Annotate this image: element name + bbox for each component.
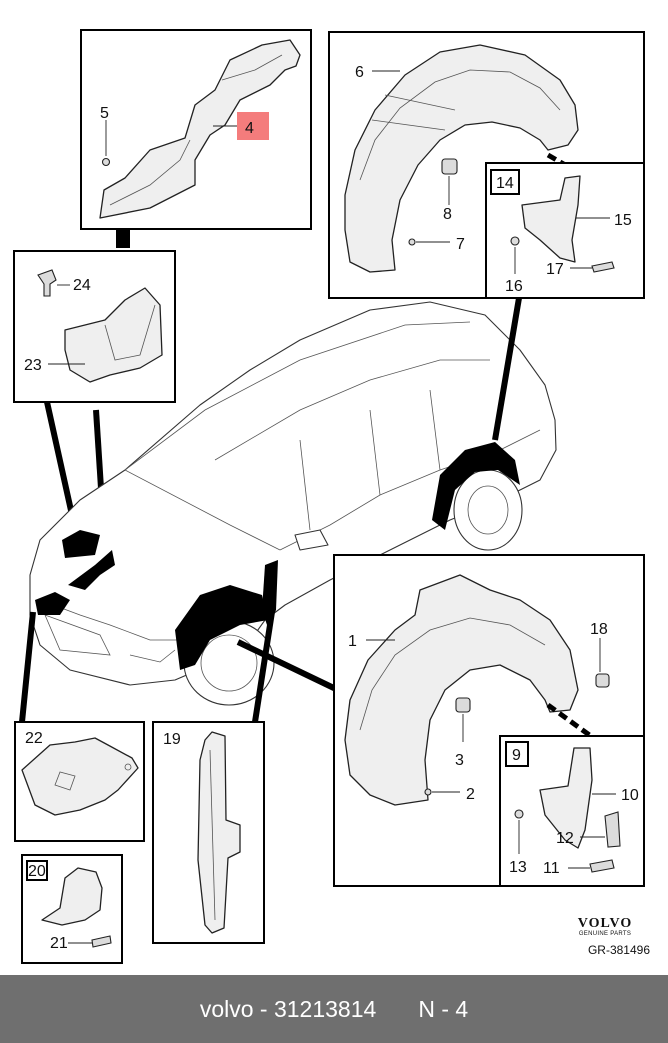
callout-1: 1: [348, 633, 357, 650]
callout-3: 3: [455, 752, 464, 769]
strip-12: [604, 811, 621, 848]
panel-part-23: 24 23: [13, 250, 176, 403]
panel-part-22: 22: [14, 721, 145, 842]
clip-18: [595, 673, 610, 688]
mirror: [294, 529, 329, 551]
car-illustration: [29, 301, 557, 706]
callout-23: 23: [24, 357, 42, 374]
footer-part-number: volvo - 31213814: [199, 995, 377, 1022]
screw-7: [408, 238, 416, 246]
brand-logo: VOLVO: [577, 916, 633, 931]
seal-strip-19: [197, 731, 241, 934]
callout-18: 18: [590, 621, 608, 638]
arrow-1: [236, 639, 340, 693]
arrow-23: [44, 401, 75, 516]
car-part-1: [175, 585, 268, 670]
panel-part-9: 9 10 13 12 11: [499, 735, 645, 887]
bracket-20: [41, 867, 103, 926]
callout-17: 17: [546, 261, 564, 278]
car-part-4: [68, 550, 115, 590]
callout-22: 22: [25, 730, 43, 747]
callout-8: 8: [443, 206, 452, 223]
clip-24: [37, 269, 57, 297]
wheel-housing-6: [344, 44, 579, 273]
splash-shield-22: [21, 737, 139, 816]
highlight-box: [237, 112, 269, 140]
panel-part-19: 19: [152, 721, 265, 944]
footer-bar: volvo - 31213814 N - 4: [0, 975, 668, 1043]
callout-5: 5: [100, 105, 109, 122]
callout-14: 14: [496, 175, 514, 192]
arrow-6: [492, 297, 522, 441]
arrow-bar-4: [116, 229, 130, 248]
panel-part-14: 14 15 16 17: [485, 162, 645, 299]
callout-16: 16: [505, 278, 523, 295]
car-body: [29, 301, 557, 686]
car-part-19: [262, 560, 278, 628]
air-duct-23: [64, 287, 163, 383]
callout-20: 20: [28, 863, 46, 880]
callout-7: 7: [456, 236, 465, 253]
car-part-23: [62, 530, 100, 558]
air-guide-part-4: [99, 39, 301, 219]
parts-diagram: 4 5 6 7 8 14 15 16 17: [13, 29, 645, 964]
mud-flap-15: [521, 175, 581, 263]
callout-10: 10: [621, 787, 639, 804]
clip-8: [441, 158, 458, 175]
car-part-6: [432, 442, 520, 530]
arrow-22: [19, 611, 36, 723]
panel-part-20: 20 21: [21, 854, 123, 964]
screw-21: [91, 935, 112, 948]
rear-wheel: [453, 469, 523, 551]
callout-6: 6: [355, 64, 364, 81]
callout-12: 12: [556, 830, 574, 847]
clip-3: [455, 697, 471, 713]
brand-subtitle: GENUINE PARTS: [578, 931, 632, 937]
brand-block: VOLVO GENUINE PARTS GR-381496: [560, 916, 650, 957]
mud-flap-10: [539, 747, 593, 849]
callout-21: 21: [50, 935, 68, 952]
callout-2: 2: [466, 786, 475, 803]
diagram-reference: GR-381496: [587, 943, 650, 957]
callout-15: 15: [614, 212, 632, 229]
screw-13: [514, 809, 524, 819]
bolt-11: [589, 859, 615, 873]
arrow-19: [252, 611, 275, 723]
callout-9: 9: [512, 747, 521, 764]
callout-11: 11: [543, 860, 560, 877]
callout-4: 4: [245, 120, 254, 137]
screw-5: [101, 157, 111, 167]
callout-19: 19: [163, 731, 181, 748]
screw-2: [424, 788, 432, 796]
panel-part-4: 4 5: [80, 29, 312, 230]
callout-24: 24: [73, 277, 91, 294]
bolt-17: [591, 261, 615, 273]
car-part-22: [35, 592, 70, 615]
screw-16: [510, 236, 520, 246]
footer-position: N - 4: [418, 995, 469, 1022]
callout-13: 13: [509, 859, 527, 876]
